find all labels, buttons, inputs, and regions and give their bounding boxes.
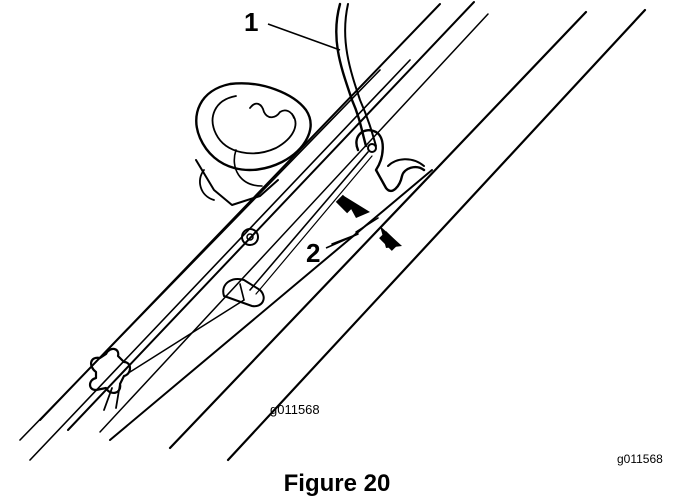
gap-arrow-left-icon xyxy=(344,196,370,218)
gap-arrow-left-shaft xyxy=(335,194,355,214)
figure-caption: Figure 20 xyxy=(283,470,391,497)
cable-wire-2 xyxy=(255,155,373,295)
cable-wire-lower xyxy=(129,299,245,373)
bail-curve xyxy=(387,158,425,167)
graphic-code: g011568 xyxy=(270,402,320,417)
cable-end-hook xyxy=(355,129,426,193)
callout-2-leader xyxy=(325,233,359,249)
handle-tube-bottom-edge xyxy=(67,1,475,431)
handle-outer-line xyxy=(168,10,588,450)
grip-mount xyxy=(195,159,279,206)
knob-stem xyxy=(103,383,121,411)
grip-ridges xyxy=(249,102,295,119)
callout-number-2: 2 xyxy=(306,238,321,268)
rod-line xyxy=(19,69,381,441)
cable-guide-tab xyxy=(239,283,245,301)
gap-arrow-right-shaft xyxy=(379,231,399,251)
handle-tube-lower-edge xyxy=(109,169,433,441)
grip-mount-3 xyxy=(233,149,263,187)
cable-eyelet xyxy=(367,143,377,153)
control-cable xyxy=(335,2,368,148)
corner-graphic-code: g011568 xyxy=(617,452,663,466)
gap-leader xyxy=(355,217,379,233)
bolt-head xyxy=(241,228,259,246)
knob xyxy=(88,347,132,394)
grip-mount-2 xyxy=(199,169,215,201)
grip-lever xyxy=(195,82,312,172)
rod-line-2 xyxy=(29,59,411,461)
callout-number-1: 1 xyxy=(244,7,259,37)
cable-wire xyxy=(249,151,369,291)
bolt-center xyxy=(246,233,254,241)
grip-lever-inner xyxy=(211,95,297,155)
handle-outer-line-2 xyxy=(226,8,647,462)
callout-1-leader xyxy=(267,23,341,51)
handle-tube-inner-edge xyxy=(99,13,489,433)
